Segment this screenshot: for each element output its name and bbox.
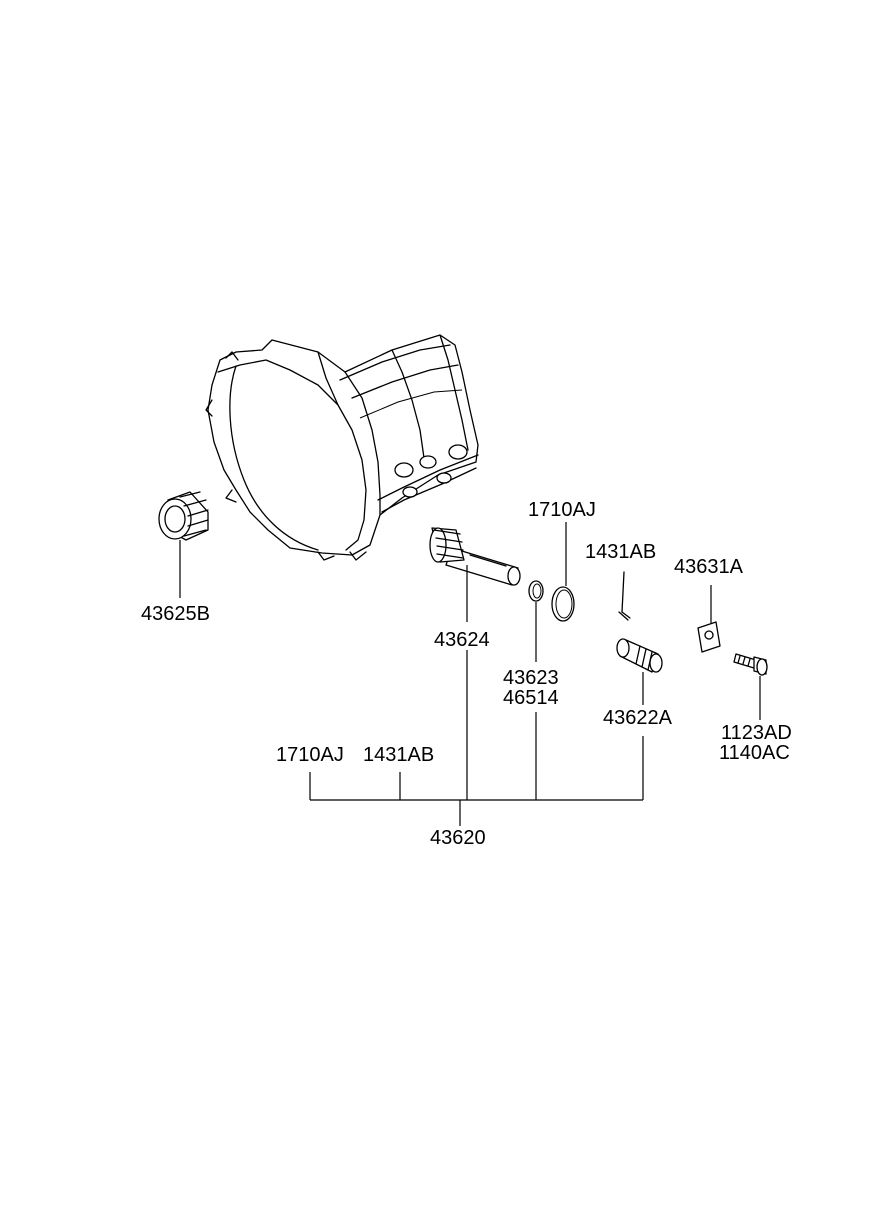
label-1431AB-top: 1431AB: [585, 541, 657, 563]
transmission-housing: [205, 334, 479, 561]
label-43623: 43623: [503, 667, 559, 689]
label-43622A: 43622A: [603, 707, 672, 729]
sleeve-43622A: [616, 638, 663, 705]
bolt-1123AD: [733, 653, 768, 720]
label-1140AC: 1140AC: [719, 742, 790, 764]
kit-bracket-43620: [309, 650, 644, 826]
label-46514: 46514: [503, 687, 559, 709]
label-43624: 43624: [434, 629, 490, 651]
o-ring-1710AJ: [551, 522, 575, 622]
label-1710AJ-kit: 1710AJ: [276, 744, 344, 766]
label-43631A: 43631A: [674, 556, 743, 578]
seal-43625B: [158, 491, 209, 598]
pin-1431AB: [618, 571, 631, 621]
label-1123AD: 1123AD: [721, 722, 792, 744]
label-1431AB-kit: 1431AB: [363, 744, 435, 766]
label-43625B: 43625B: [141, 603, 210, 625]
o-ring-43623: [528, 580, 544, 662]
label-43620: 43620: [430, 827, 486, 849]
plate-43631A: [697, 585, 721, 653]
label-1710AJ-top: 1710AJ: [528, 499, 596, 521]
driven-gear-43624: [429, 527, 521, 622]
